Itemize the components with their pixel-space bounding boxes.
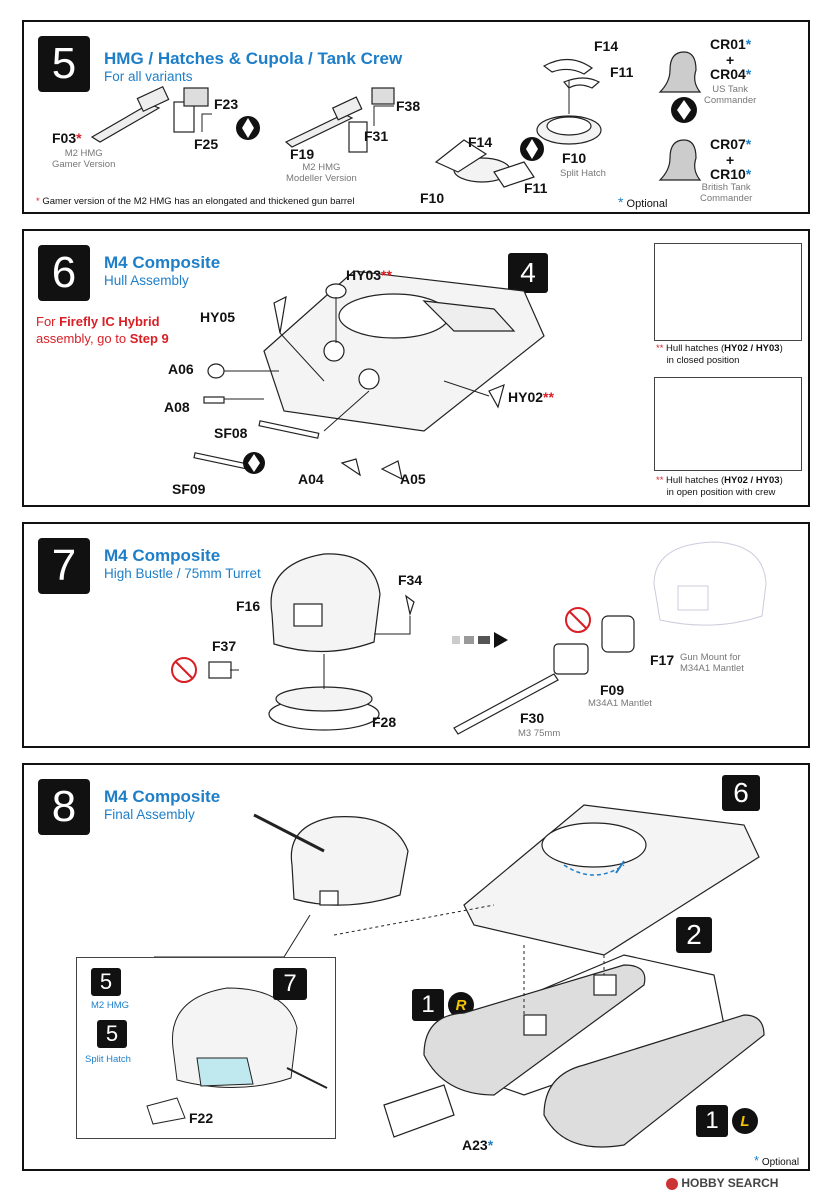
part-cr07: CR07* <box>710 136 752 152</box>
part-a05: A05 <box>400 471 426 487</box>
step6-ref-step: 4 <box>508 253 548 293</box>
step8-illustration <box>154 804 765 1148</box>
left-side-badge: L <box>732 1108 758 1134</box>
part-hy05: HY05 <box>200 309 236 325</box>
turret-detail-drawing <box>146 987 328 1125</box>
part-a06: A06 <box>168 361 194 377</box>
step5-illustration <box>90 51 702 188</box>
hatches-open-inset <box>654 377 802 471</box>
watermark-logo-icon <box>666 1177 678 1190</box>
part-f11b: F11 <box>524 180 548 196</box>
part-f09-note: M34A1 Mantlet <box>588 698 652 709</box>
part-hy02: HY02** <box>508 389 554 405</box>
part-cr10: CR10* <box>710 166 752 182</box>
inset-ref7: 7 <box>273 968 307 1000</box>
plus-british: + <box>726 152 735 168</box>
part-sf08: SF08 <box>214 425 248 441</box>
part-cr04: CR04* <box>710 66 752 82</box>
no-glue-icons <box>171 607 591 683</box>
part-a04: A04 <box>298 471 324 487</box>
part-f34: F34 <box>398 572 423 588</box>
step5-rotate-icons <box>236 97 697 161</box>
part-f10a: F10 <box>562 150 587 166</box>
step7-number: 7 <box>38 538 90 594</box>
part-f10a-note: Split Hatch <box>560 168 606 179</box>
part-f14a: F14 <box>594 38 619 54</box>
hatches-closed-inset <box>654 243 802 341</box>
part-a23: A23* <box>462 1137 494 1153</box>
part-f28: F28 <box>372 714 397 730</box>
step8-ref2: 2 <box>676 917 712 953</box>
step6-illustration <box>193 270 545 481</box>
step8-optional: * Optional <box>754 1153 800 1168</box>
part-f19: F19 <box>290 146 315 162</box>
part-f10b: F10 <box>420 190 445 206</box>
step8-ref6: 6 <box>722 775 760 811</box>
inset-ref5a: 5 <box>91 968 121 996</box>
part-f37: F37 <box>212 638 237 654</box>
step8-subtitle: Final Assembly <box>104 807 195 822</box>
part-f14b: F14 <box>468 134 493 150</box>
part-f23: F23 <box>214 96 239 112</box>
step5-panel: 5 HMG / Hatches & Cupola / Tank Crew For… <box>22 20 810 214</box>
hatches-open-note: ** Hull hatches (HY02 / HY03) in open po… <box>656 475 783 498</box>
turret-detail-inset: 5 M2 HMG 5 Split Hatch 7 F22 <box>76 957 336 1139</box>
part-f16: F16 <box>236 598 261 614</box>
step7-subtitle: High Bustle / 75mm Turret <box>104 566 261 581</box>
inset-ref5b: 5 <box>97 1020 127 1048</box>
step8-panel: 8 M4 Composite Final Assembly 6 2 1 R 1 … <box>22 763 810 1171</box>
step5-title: HMG / Hatches & Cupola / Tank Crew <box>104 49 403 68</box>
watermark: HOBBY SEARCH <box>666 1176 778 1190</box>
step5-number: 5 <box>38 36 90 92</box>
firefly-note: For Firefly IC Hybrid assembly, go to St… <box>36 314 169 346</box>
step8-number: 8 <box>38 779 90 835</box>
plus-us: + <box>726 52 735 68</box>
step7-illustration <box>171 541 767 735</box>
part-f11a: F11 <box>610 64 634 80</box>
part-f03: F03* <box>52 130 82 146</box>
part-f22: F22 <box>189 1110 214 1126</box>
step6-subtitle: Hull Assembly <box>104 273 189 288</box>
step5-subtitle: For all variants <box>104 69 193 84</box>
inset-ref5a-note: M2 HMG <box>91 1000 129 1011</box>
part-sf09: SF09 <box>172 481 206 497</box>
part-f17: F17 <box>650 652 675 668</box>
step5-footnote: * Gamer version of the M2 HMG has an elo… <box>36 196 355 207</box>
step7-title: M4 Composite <box>104 546 221 565</box>
inset-ref5b-note: Split Hatch <box>85 1054 131 1065</box>
part-a08: A08 <box>164 399 190 415</box>
step6-title: M4 Composite <box>104 253 221 272</box>
part-cr01: CR01* <box>710 36 752 52</box>
step6-panel: 6 M4 Composite Hull Assembly 4 For Firef… <box>22 229 810 507</box>
step5-optional: * Optional <box>618 194 668 210</box>
part-f30: F30 <box>520 710 545 726</box>
part-f09: F09 <box>600 682 625 698</box>
part-hy03: HY03** <box>346 267 392 283</box>
part-f31: F31 <box>364 128 389 144</box>
step8-title: M4 Composite <box>104 787 221 806</box>
part-f25: F25 <box>194 136 219 152</box>
step7-panel: 7 M4 Composite High Bustle / 75mm Turret <box>22 522 810 748</box>
hatches-closed-note: ** Hull hatches (HY02 / HY03) in closed … <box>656 343 783 366</box>
part-f30-note: M3 75mm <box>518 728 561 739</box>
part-f38: F38 <box>396 98 421 114</box>
step6-number: 6 <box>38 245 90 301</box>
